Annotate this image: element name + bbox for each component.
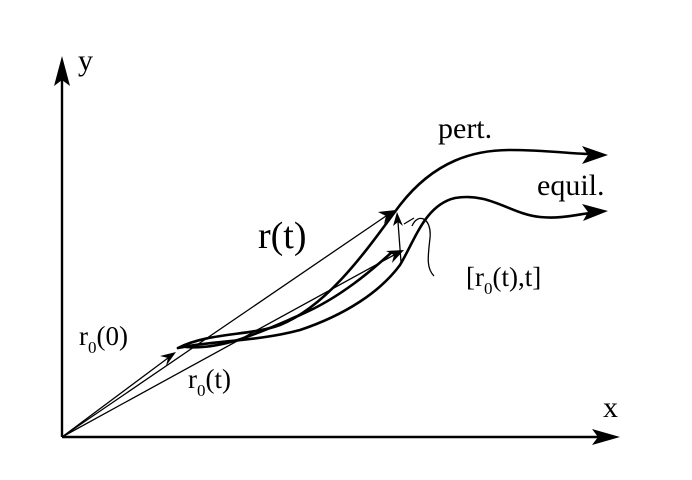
bracket-subscript: 0: [484, 279, 493, 298]
r0-0-label: r0(0): [79, 321, 128, 357]
intermediate-trajectory: [184, 250, 394, 349]
vector-r-t-arrowhead: [378, 210, 396, 224]
perturbed-label: pert.: [438, 112, 492, 145]
equilibrium-trajectory: [176, 195, 592, 350]
y-axis-label: y: [78, 44, 93, 77]
equilibrium-label: equil.: [537, 169, 605, 202]
trajectories: [176, 146, 608, 350]
vector-r0-t: [61, 254, 395, 438]
state-bracket-label: [r0(t),t]: [466, 262, 541, 298]
vector-r-t: [61, 215, 387, 438]
axes: [54, 56, 620, 445]
perturbation-vector: [397, 221, 402, 263]
r0-0-subscript: 0: [88, 338, 97, 357]
r0-t-rest: (t): [206, 364, 231, 394]
r-t-label: r(t): [258, 215, 307, 257]
perturbed-arrowhead: [582, 146, 608, 164]
r0-0-rest: (0): [97, 321, 128, 351]
r0-t-subscript: 0: [197, 381, 206, 400]
pointer-squiggle: [411, 217, 435, 277]
r0-t-base: r: [188, 364, 197, 394]
vector-r0-0-arrowhead: [160, 352, 176, 366]
r0-t-label: r0(t): [188, 364, 231, 400]
perturbation-arrowhead: [393, 212, 403, 226]
perturbation-indicator: [393, 212, 435, 277]
bracket-open: [r: [466, 262, 484, 292]
x-axis-arrowhead: [592, 429, 620, 445]
perturbed-trajectory: [176, 148, 592, 350]
pointer-tick: [403, 217, 415, 225]
radius-vectors: [61, 210, 404, 438]
r0-0-base: r: [79, 321, 88, 351]
bracket-rest: (t),t]: [492, 262, 541, 292]
y-axis-arrowhead: [54, 56, 70, 86]
vector-r0-0: [61, 357, 169, 438]
x-axis-label: x: [603, 391, 618, 424]
equilibrium-arrowhead: [582, 204, 608, 221]
